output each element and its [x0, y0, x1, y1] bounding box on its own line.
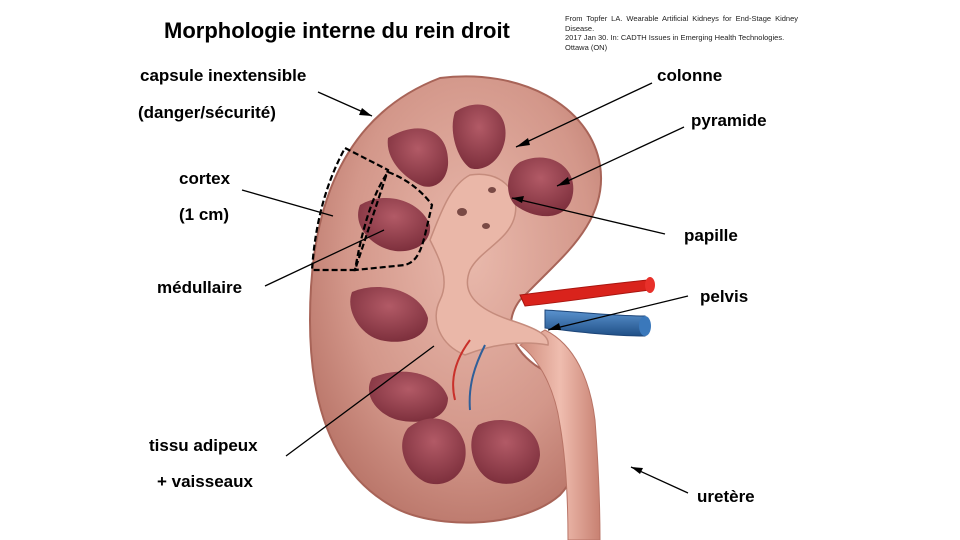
leader-tissu [285, 345, 435, 457]
arrowhead [359, 108, 372, 116]
sinus-hole [488, 187, 496, 193]
pyramid [358, 197, 431, 252]
leader-medullaire [264, 229, 385, 287]
leader-pelvis [547, 295, 689, 331]
label-papille: papille [684, 226, 738, 245]
leader-papille [511, 197, 666, 235]
arrowhead [512, 196, 524, 203]
label-medullaire: médullaire [157, 278, 243, 297]
label-tissu-adipeux: tissu adipeux [149, 436, 258, 455]
arrowhead [557, 177, 570, 186]
leader-colonne [515, 82, 653, 148]
sinus-hole [457, 208, 467, 216]
cortex-outline [310, 146, 390, 272]
pyramid [471, 419, 540, 484]
pyramid [368, 371, 448, 422]
renal-pelvis [429, 173, 549, 356]
pyramid [387, 128, 449, 187]
pyramid [350, 287, 428, 342]
small-artery [452, 339, 471, 401]
vein-end [639, 316, 651, 336]
small-vein [468, 344, 486, 411]
source-line-1: From Topfer LA. Wearable Artificial Kidn… [565, 14, 798, 33]
arrowhead [548, 323, 561, 330]
renal-vein [544, 309, 646, 337]
sinus-hole [482, 223, 490, 229]
leader-pyramide [556, 126, 685, 187]
pyramid [402, 418, 466, 485]
label-cortex-thickness: (1 cm) [179, 205, 230, 224]
medulla-outline [353, 170, 434, 272]
pyramid [452, 104, 506, 170]
page-title: Morphologie interne du rein droit [164, 18, 510, 43]
artery-end [645, 277, 655, 293]
label-cortex: cortex [179, 169, 231, 188]
renal-artery [519, 279, 651, 307]
label-uretere: uretère [697, 487, 755, 506]
label-pyramide: pyramide [691, 111, 767, 130]
arrowhead [631, 467, 643, 474]
source-line-2: 2017 Jan 30. In: CADTH Issues in Emergin… [565, 33, 785, 43]
source-citation: From Topfer LA. Wearable Artificial Kidn… [565, 14, 798, 52]
source-line-3: Ottawa (ON) [565, 42, 608, 52]
label-pelvis: pelvis [700, 287, 749, 306]
label-colonne: colonne [657, 66, 723, 85]
label-capsule-note: (danger/sécurité) [138, 103, 276, 122]
arrowhead [516, 138, 530, 147]
ureter [519, 329, 601, 540]
leader-cortex [241, 189, 334, 217]
label-vaisseaux: + vaisseaux [157, 472, 253, 491]
label-capsule: capsule inextensible [140, 66, 307, 85]
